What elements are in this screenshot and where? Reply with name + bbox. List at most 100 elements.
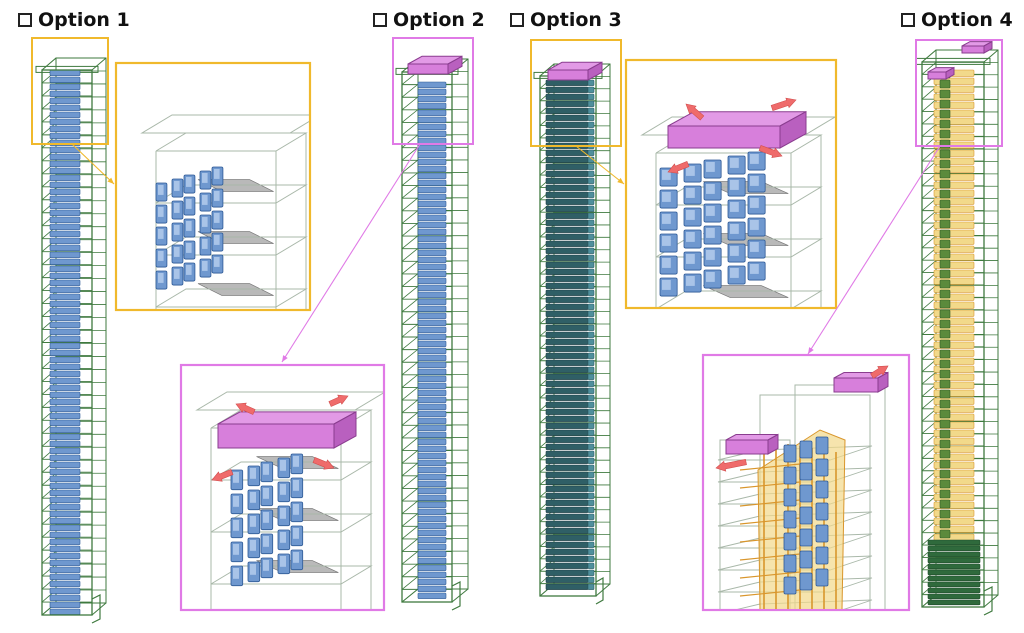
fuel-cell-module [545, 373, 589, 380]
option-2-checkbox[interactable] [373, 13, 387, 27]
fuel-cell-module [587, 324, 595, 331]
fuel-cell-module [587, 345, 595, 352]
fuel-cell-module [545, 212, 589, 219]
tower-edge [983, 594, 999, 608]
inset-floor-outline [737, 599, 873, 609]
fuel-cell-module [417, 277, 447, 284]
airflow-arrow [870, 365, 889, 379]
inset-module [799, 572, 813, 591]
airflow-arrow [211, 469, 234, 482]
fuel-cell-module [417, 179, 447, 186]
option-3-checkbox[interactable] [510, 13, 524, 27]
tower-edge [91, 602, 107, 616]
fuel-cell-module [587, 261, 595, 268]
fuel-cell-module [417, 396, 447, 403]
fuel-cell-module [545, 436, 589, 443]
inset-module-highlight [750, 176, 759, 186]
inset-module-highlight [263, 560, 269, 571]
leader-arrowhead [282, 355, 288, 362]
fuel-cell-module [417, 522, 447, 529]
floor-line-back [401, 500, 468, 514]
fuel-cell-module [49, 587, 81, 594]
fuel-cell-module [545, 128, 589, 135]
inset-module-highlight [280, 556, 286, 567]
fuel-cell-module [417, 81, 447, 88]
tank-side [447, 55, 463, 75]
inset-option-4 [701, 353, 911, 612]
fuel-cell-module [939, 209, 951, 219]
inset-module-grid [659, 151, 766, 297]
inset-module [783, 488, 797, 507]
fuel-cell-module [927, 563, 981, 570]
airflow-arrow-nw [685, 103, 705, 121]
inset-module-highlight [750, 220, 759, 230]
fuel-cell-module [417, 200, 447, 207]
inset-module [783, 510, 797, 529]
airflow-arrow-east [870, 365, 889, 379]
floor-line-back [921, 421, 998, 434]
fuel-cell-module [545, 485, 589, 492]
fuel-cell-module [49, 384, 81, 391]
fuel-cell-module [939, 429, 951, 439]
airflow-arrow-sw [667, 161, 690, 174]
fuel-cell-module [417, 130, 447, 137]
floor-line-back [41, 356, 106, 369]
fuel-cell-module [417, 459, 447, 466]
fuel-cell-module [417, 508, 447, 515]
floor-line-back [921, 284, 998, 298]
inset-module-highlight [280, 460, 286, 471]
fuel-cell-module [587, 576, 595, 583]
fuel-cell-module [49, 188, 81, 195]
fuel-cell-module [587, 191, 595, 198]
fuel-cell-module [587, 219, 595, 226]
fuel-cell-module [587, 296, 595, 303]
inset-module-highlight [158, 273, 164, 283]
inset-module-highlight [263, 488, 269, 499]
fuel-cell-module [545, 100, 589, 107]
fuel-cell-module [545, 233, 589, 240]
fuel-cell-module [587, 114, 595, 121]
fuel-cell-module [545, 506, 589, 513]
fuel-cell-module [545, 282, 589, 289]
inset-vent-left [725, 433, 779, 455]
fuel-cell-module [49, 398, 81, 405]
tower-edge [983, 49, 999, 63]
inset-module-highlight [686, 254, 695, 264]
inset-module [799, 506, 813, 525]
fuel-cell-module [927, 557, 981, 564]
leader-arrowhead [808, 347, 814, 354]
fuel-cell-module [417, 88, 447, 95]
fuel-cell-module [939, 229, 951, 239]
tank-front [961, 45, 985, 54]
fuel-cell-module [49, 125, 81, 132]
option-1-header: Option 1 [18, 8, 130, 32]
leaders-layer [31, 37, 1003, 363]
fuel-cell-module [49, 300, 81, 307]
inset-module-highlight [202, 173, 208, 183]
fuel-cell-module [49, 552, 81, 559]
fuel-cell-module [417, 312, 447, 319]
option-3-label: Option 3 [530, 9, 622, 31]
fuel-cell-module [939, 529, 951, 539]
inset-module-highlight [280, 508, 286, 519]
inset-module-highlight [263, 536, 269, 547]
option-4-header: Option 4 [901, 8, 1013, 32]
fuel-cell-module [49, 608, 81, 615]
fuel-cell-module [49, 153, 81, 160]
option-1-checkbox[interactable] [18, 13, 32, 27]
floor-line-back [921, 545, 998, 558]
option-4-checkbox[interactable] [901, 13, 915, 27]
fuel-cell-module [417, 571, 447, 578]
airflow-arrow [685, 103, 705, 121]
fuel-cell-module [49, 174, 81, 181]
fuel-cell-module [49, 510, 81, 517]
fuel-cell-module [417, 291, 447, 298]
fuel-cell-module [545, 548, 589, 555]
tank-front [725, 439, 769, 455]
fuel-cell-module [49, 440, 81, 447]
fuel-cell-module [49, 377, 81, 384]
fuel-cell-module [49, 104, 81, 111]
fuel-cell-module [939, 469, 951, 479]
inset-module-highlight [158, 251, 164, 261]
tank-front [927, 71, 947, 80]
